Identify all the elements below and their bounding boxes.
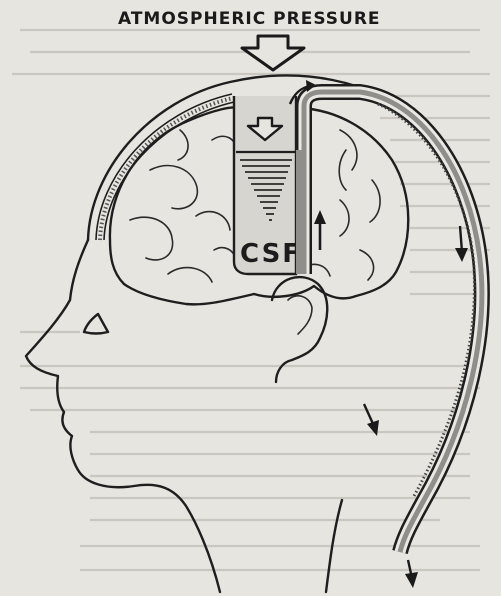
subarachnoid-band-inner xyxy=(104,102,234,240)
downward-flow-arrow-icon-3 xyxy=(405,560,418,588)
ear-inner xyxy=(288,296,312,334)
subarachnoid-band-outer xyxy=(96,94,232,240)
csf-label: CSF xyxy=(240,239,302,269)
downward-flow-arrow-icon-1 xyxy=(455,226,468,262)
upward-flow-arrow-icon xyxy=(314,210,326,250)
diagram-title: ATMOSPHERIC PRESSURE xyxy=(118,9,381,29)
csf-tube xyxy=(296,92,482,552)
eye-outline xyxy=(84,314,108,334)
face-profile xyxy=(26,240,220,592)
atmospheric-pressure-arrow-icon xyxy=(242,36,304,70)
